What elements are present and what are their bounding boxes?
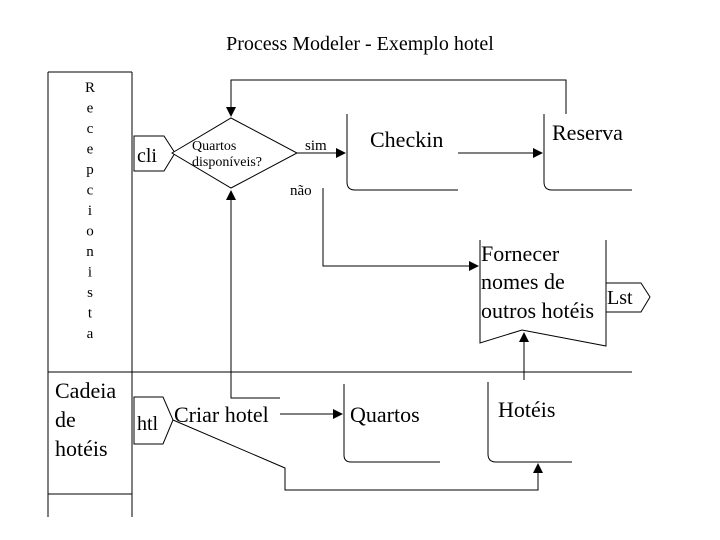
connector-nao-to-fornecer (322, 188, 479, 271)
activity-fornecer-nomes: Fornecer nomes de outros hotéis (479, 240, 607, 347)
lane-label-letter: R (85, 80, 95, 96)
connector-criar-hotel-to-decision (226, 190, 280, 399)
decision-label-line: Quartos (192, 139, 236, 154)
activity-reserva: Reserva (543, 114, 632, 191)
activity-fornecer-line: outros hotéis (481, 298, 594, 323)
activity-fornecer-line: nomes de (481, 269, 565, 294)
event-htl-label: htl (137, 413, 159, 435)
connector-reserva-to-decision (226, 79, 567, 117)
lane-label-letter: i (88, 265, 92, 281)
decision-quartos-disponiveis: Quartos disponíveis? (171, 117, 299, 189)
lane-label-letter: o (86, 224, 94, 240)
lane-label-letter: s (87, 285, 93, 301)
activity-hoteis: Hotéis (487, 382, 572, 463)
decision-yes-label: sim (305, 138, 327, 154)
activity-checkin: Checkin (346, 114, 458, 191)
activity-criar-hotel-label: Criar hotel (174, 402, 269, 427)
lane-frame (47, 71, 632, 517)
lane-label-cadeia-de-hoteis: Cadeia de hotéis (55, 378, 116, 461)
activity-checkin-label: Checkin (370, 127, 443, 152)
activity-quartos-label: Quartos (350, 402, 420, 427)
activity-reserva-label: Reserva (552, 120, 623, 145)
activity-fornecer-line: Fornecer (481, 241, 560, 266)
lane-label-line: de (55, 407, 76, 432)
lane-label-letter: e (87, 142, 94, 158)
decision-label-line: disponíveis? (192, 155, 262, 170)
event-lst-label: Lst (607, 287, 633, 309)
lane-label-line: hotéis (55, 436, 108, 461)
lane-label-letter: t (88, 306, 93, 322)
lane-label-letter: n (86, 244, 94, 260)
decision-no-label: não (290, 183, 312, 199)
event-cli: cli (133, 135, 176, 172)
lane-label-letter: e (87, 101, 94, 117)
activity-hoteis-label: Hotéis (498, 397, 555, 422)
connector-criar-hotel-to-hoteis (172, 419, 543, 491)
diagram-title: Process Modeler - Exemplo hotel (226, 33, 494, 55)
activity-quartos: Quartos (343, 384, 440, 463)
event-lst: Lst (606, 282, 651, 313)
activity-criar-hotel: Criar hotel (174, 402, 269, 427)
lane-label-letter: p (86, 162, 94, 178)
lane-label-letter: c (87, 121, 94, 137)
event-htl: htl (133, 396, 174, 445)
lane-label-letter: i (88, 203, 92, 219)
event-cli-label: cli (137, 145, 157, 167)
lane-label-line: Cadeia (55, 378, 116, 403)
lane-label-letter: c (87, 183, 94, 199)
lane-label-letter: a (87, 326, 94, 342)
